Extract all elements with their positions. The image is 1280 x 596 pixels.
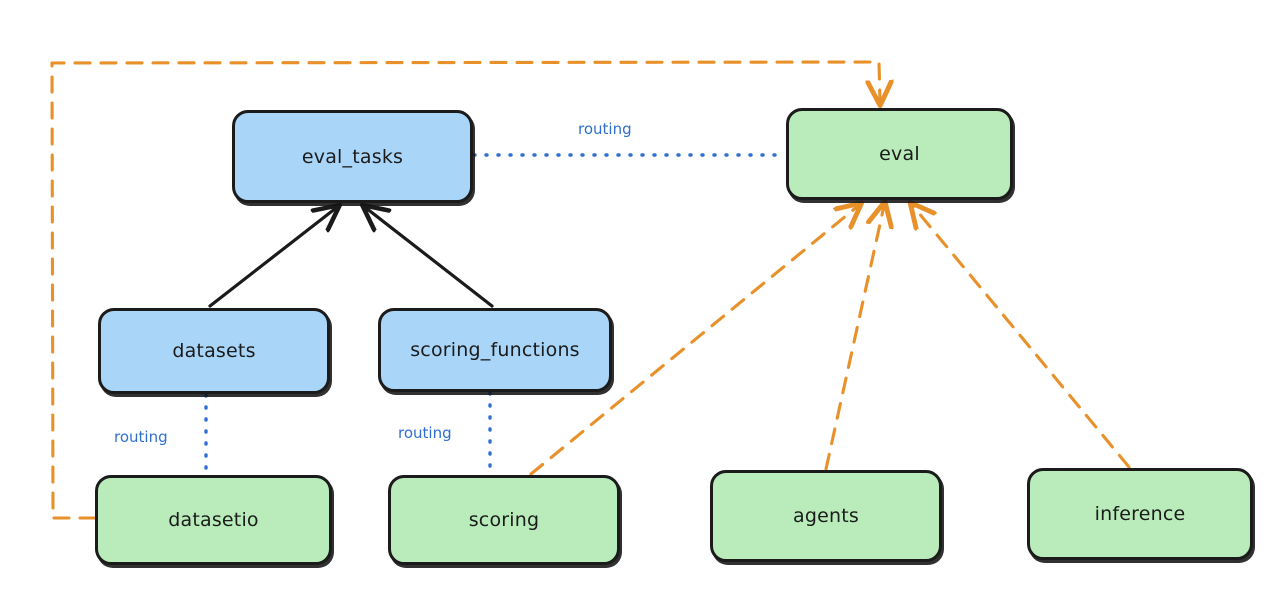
node-datasets[interactable]: datasets xyxy=(98,308,330,394)
edge-agents-to-eval xyxy=(824,206,884,471)
edge-datasetio-to-eval xyxy=(50,60,880,520)
node-agents[interactable]: agents xyxy=(710,470,942,562)
node-label-eval_tasks: eval_tasks xyxy=(301,145,404,168)
node-scoring[interactable]: scoring xyxy=(388,475,620,565)
edge-label-routing-eval_tasks-eval: routing xyxy=(578,120,632,138)
node-label-agents: agents xyxy=(793,505,859,527)
node-label-scoring_functions: scoring_functions xyxy=(410,339,580,361)
node-label-eval: eval xyxy=(879,143,920,165)
edge-inference-to-eval xyxy=(913,206,1131,469)
edge-label-routing-scoring_functions-scoring: routing xyxy=(398,424,452,442)
edge-scoring_functions-to-eval_tasks xyxy=(366,208,494,308)
edge-scoring-to-eval xyxy=(529,206,858,476)
node-inference[interactable]: inference xyxy=(1027,468,1253,560)
node-scoring_functions[interactable]: scoring_functions xyxy=(378,308,612,392)
node-label-inference: inference xyxy=(1094,503,1186,525)
node-eval_tasks[interactable]: eval_tasks xyxy=(232,110,473,203)
node-label-datasetio: datasetio xyxy=(168,509,259,531)
node-label-datasets: datasets xyxy=(172,340,256,362)
edge-datasets-to-eval_tasks xyxy=(208,208,336,308)
node-datasetio[interactable]: datasetio xyxy=(95,475,332,565)
node-label-scoring: scoring xyxy=(468,509,540,531)
edge-label-routing-datasets-datasetio: routing xyxy=(114,428,168,446)
node-eval[interactable]: eval xyxy=(786,108,1013,200)
